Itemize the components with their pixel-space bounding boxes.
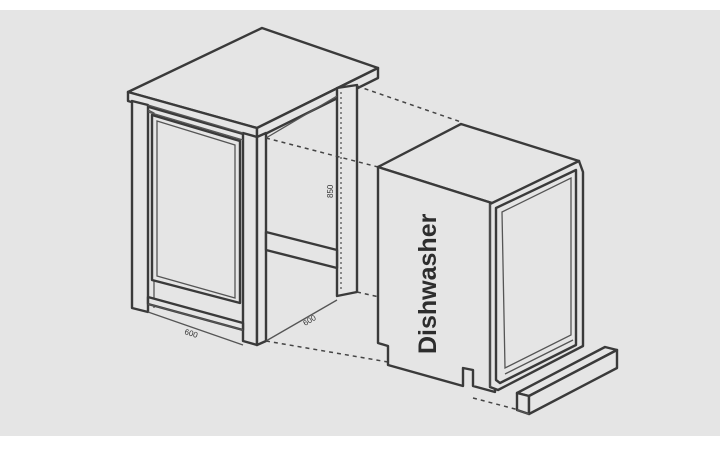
dishwasher-label: Dishwasher bbox=[414, 213, 442, 354]
cabinet-side-rail bbox=[264, 230, 339, 270]
dishwasher-appliance bbox=[376, 122, 585, 394]
kickplate bbox=[515, 345, 619, 416]
cabinet-door bbox=[150, 113, 242, 305]
kitchen-cabinet bbox=[126, 26, 380, 347]
cabinet-front-left-leg bbox=[130, 99, 150, 314]
cabinet-back-post bbox=[335, 83, 359, 298]
dimension-width-label: 600 bbox=[183, 327, 199, 340]
dishwasher-door-panel bbox=[501, 176, 572, 370]
dimension-height-label: 850 bbox=[326, 184, 335, 198]
dishwasher-door bbox=[494, 168, 578, 385]
cabinet-front-right-post bbox=[241, 131, 259, 347]
